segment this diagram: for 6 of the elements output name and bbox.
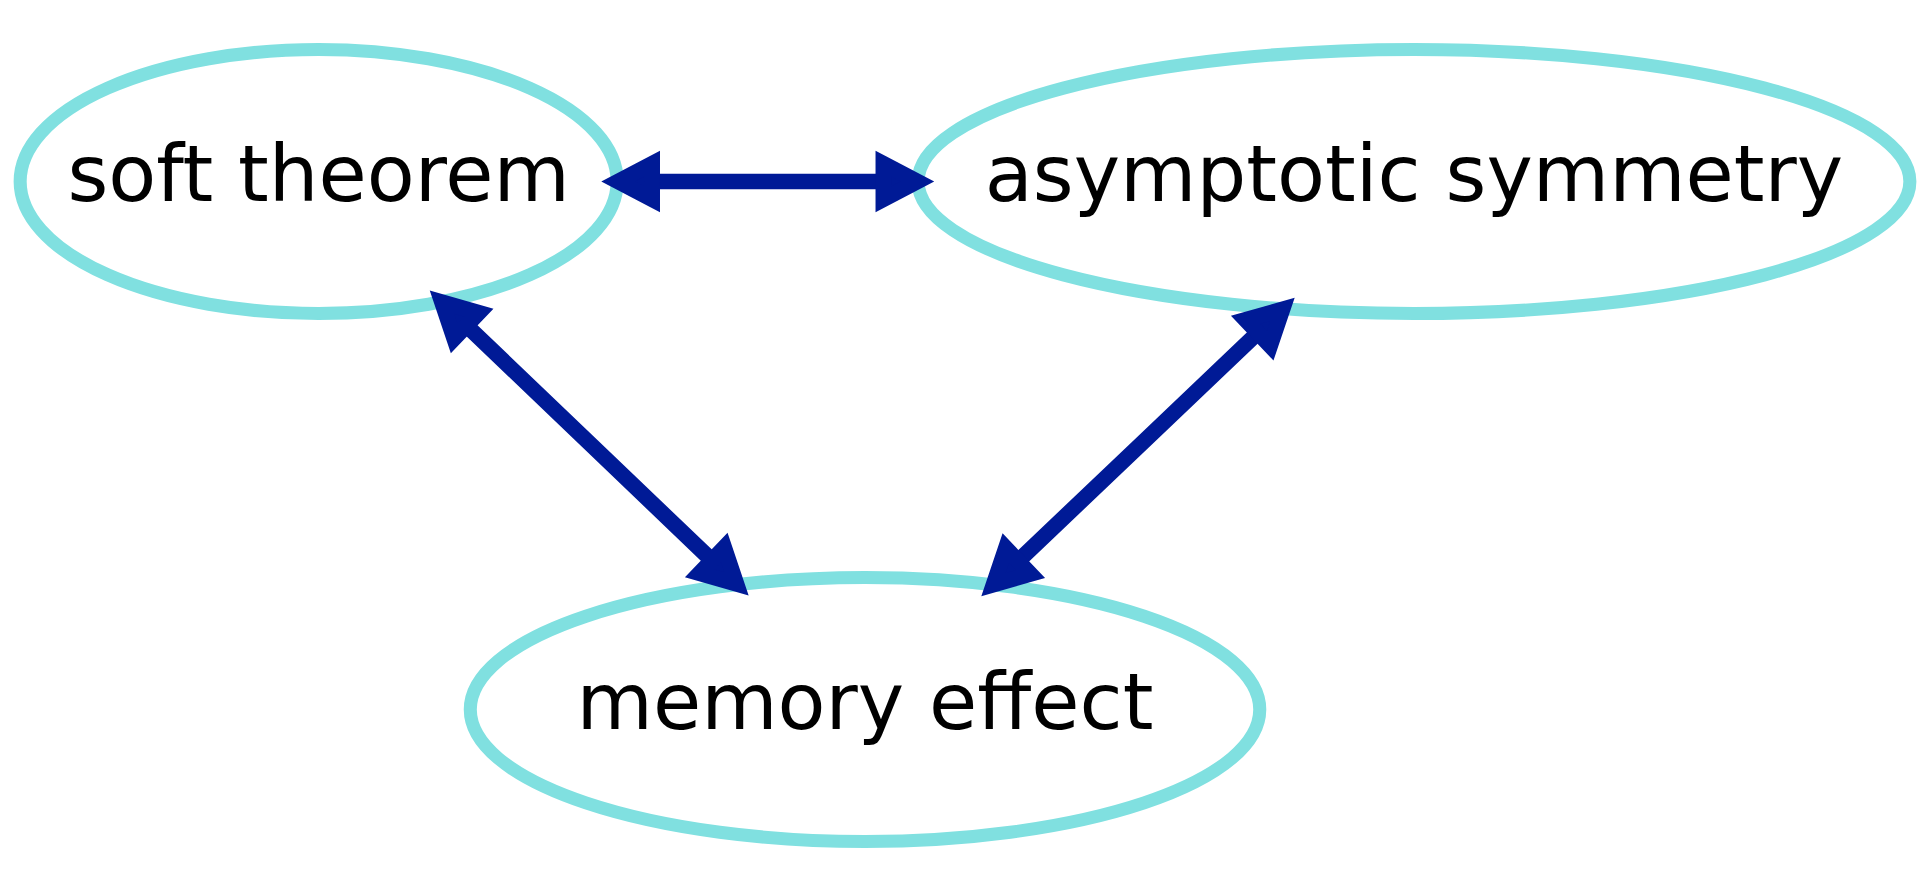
node-ellipse: asymptotic symmetry (911, 42, 1916, 320)
node-ellipse: memory effect (463, 570, 1266, 848)
node-ellipse: soft theorem (13, 42, 624, 320)
arrow (429, 289, 749, 596)
arrow (980, 297, 1295, 596)
arrow (600, 150, 934, 212)
